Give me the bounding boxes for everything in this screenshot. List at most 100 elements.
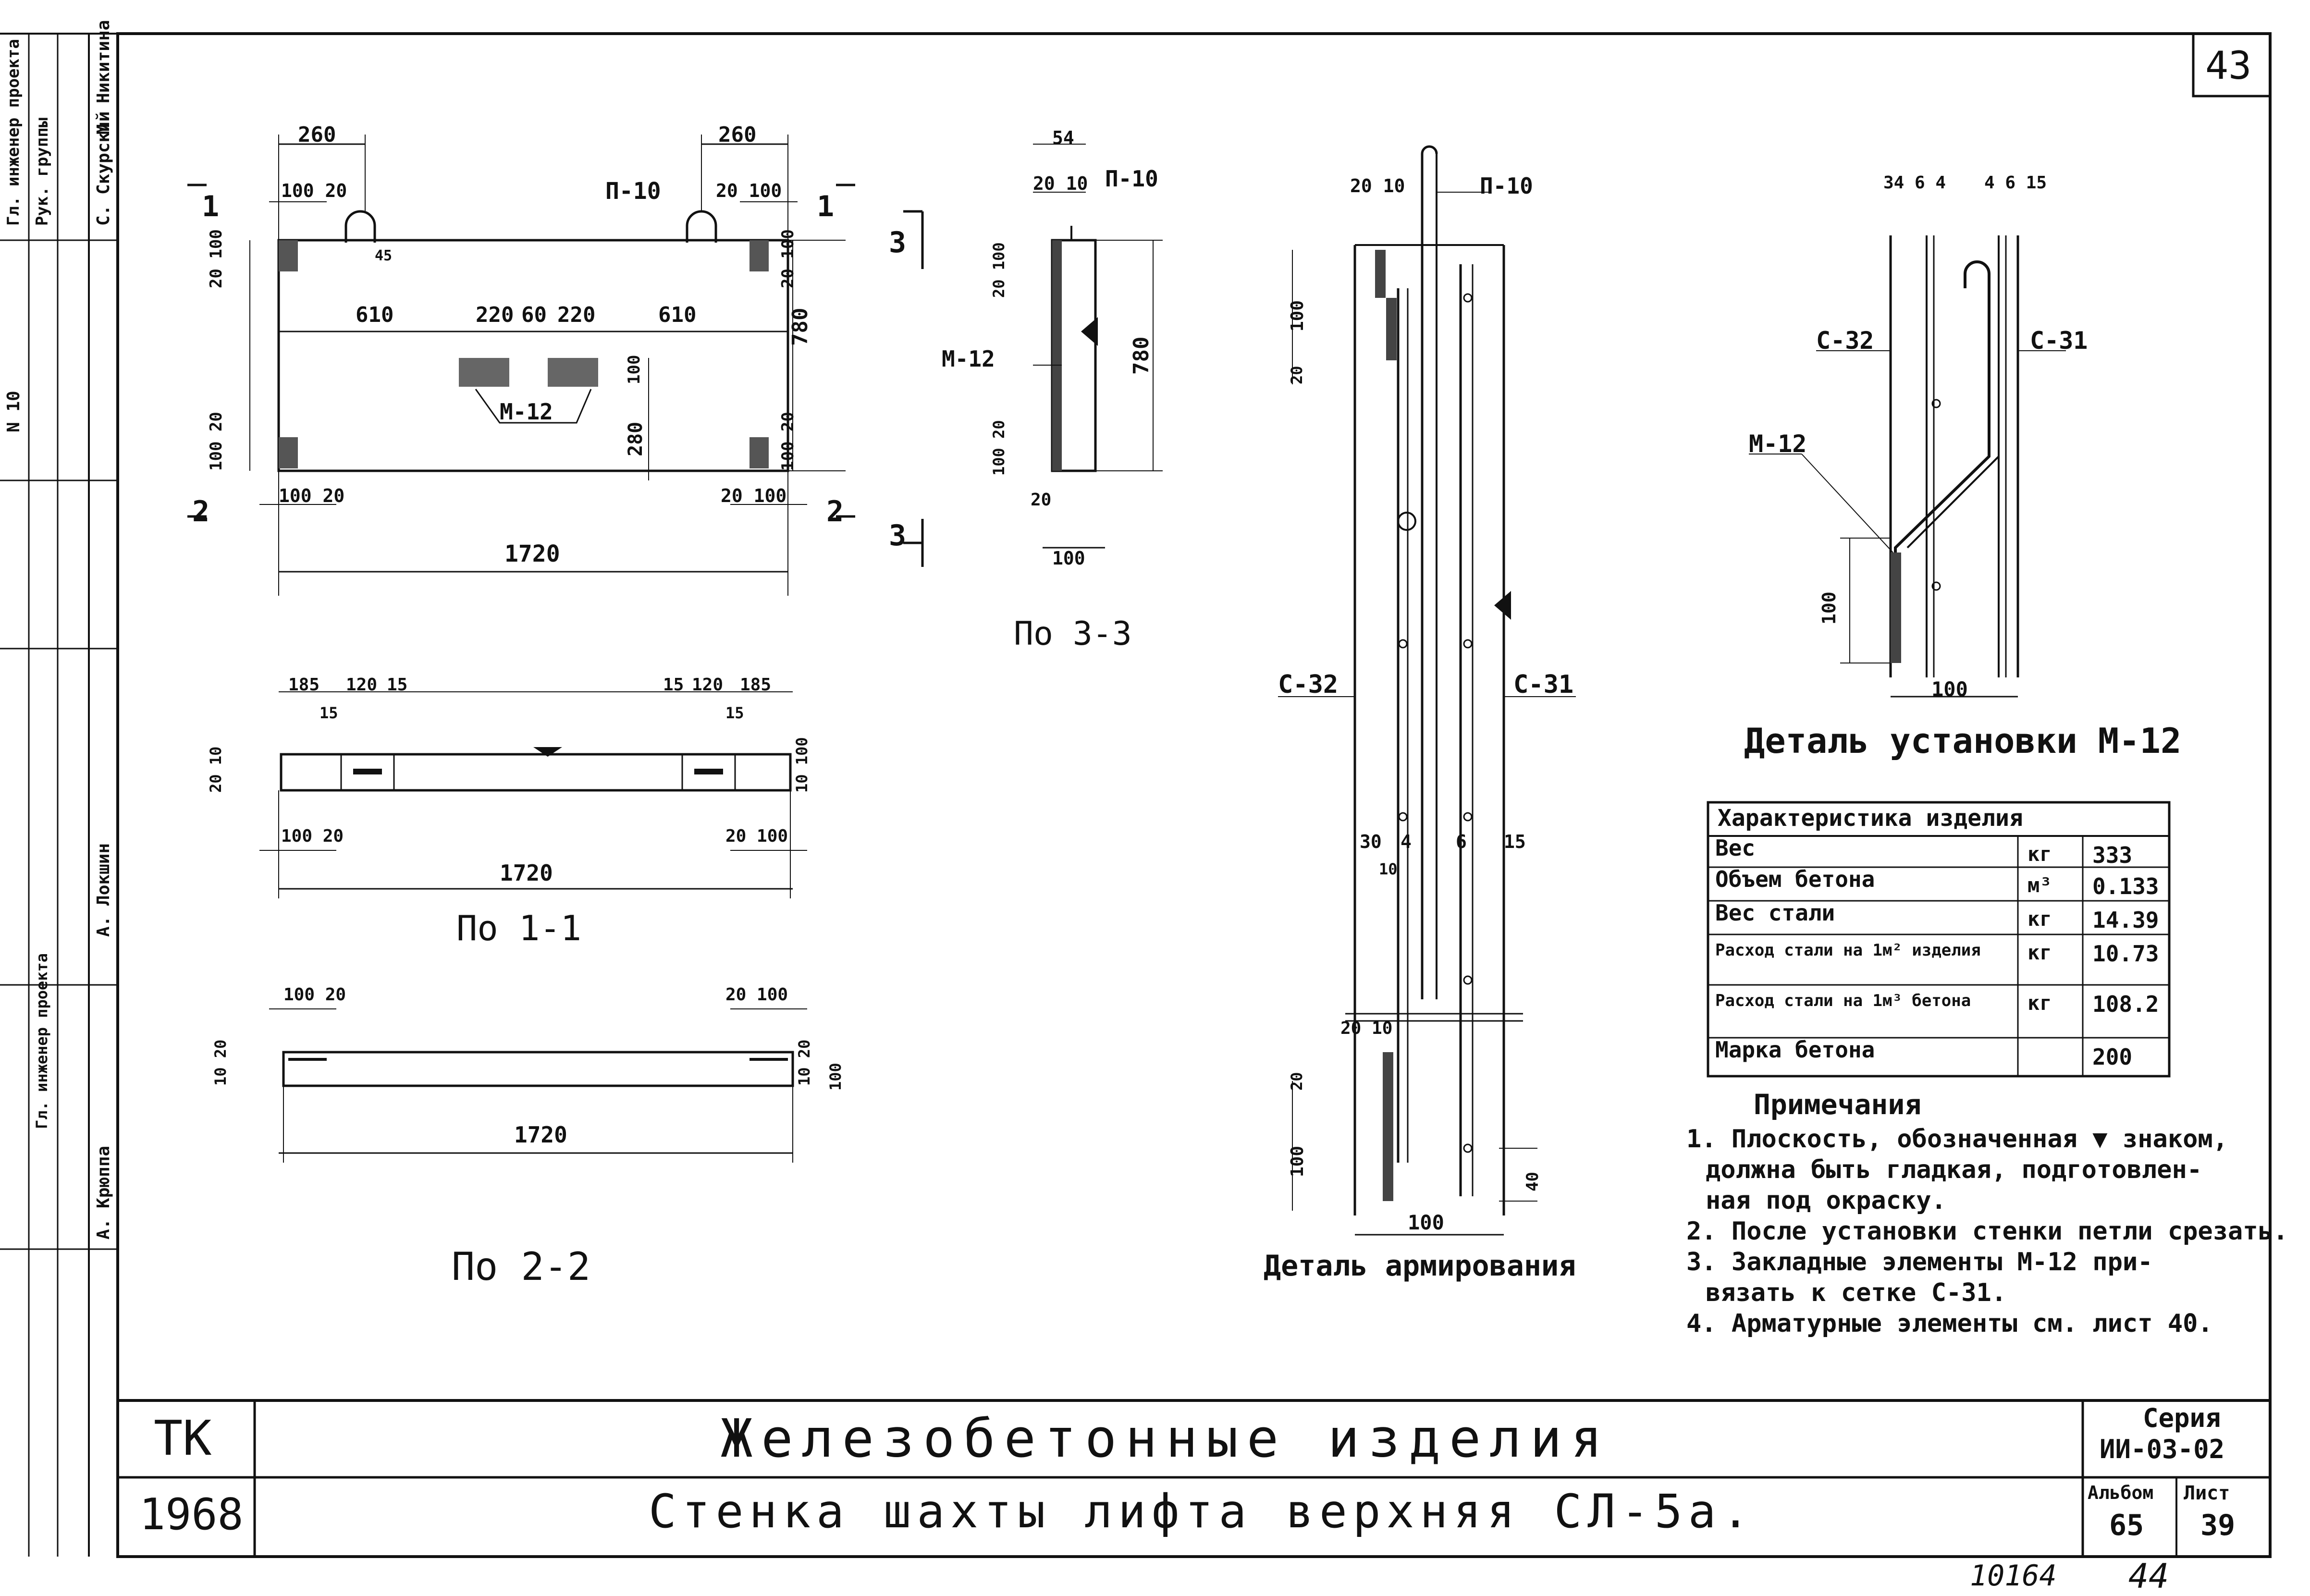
dim-text: 15 xyxy=(387,675,408,695)
dim-text: 20 100 xyxy=(716,180,782,201)
dim-text: 185 xyxy=(288,675,320,695)
dim-text: 6 xyxy=(1456,831,1467,852)
loop-label: П-10 xyxy=(605,178,661,205)
dim-text: 780 xyxy=(788,307,812,346)
section-title: По 1-1 xyxy=(456,908,582,948)
year: 1968 xyxy=(139,1489,244,1540)
dim-text: 1720 xyxy=(514,1122,567,1148)
section-outline xyxy=(280,753,792,792)
dim-text: 100 xyxy=(1408,1211,1444,1234)
char-name: Расход стали на 1м³ бетона xyxy=(1715,991,1971,1010)
char-unit: кг xyxy=(2027,907,2052,931)
strip-role-2: Рук. группы xyxy=(33,117,52,226)
section-marker: 3 xyxy=(889,226,907,259)
page-number: 44 xyxy=(2128,1557,2169,1596)
dim-text: 45 xyxy=(375,247,393,264)
corner-hatch xyxy=(750,240,769,271)
dim-text: 15 xyxy=(319,704,338,722)
strip-name-3: А. Локшин xyxy=(94,843,113,937)
reinforcement-detail xyxy=(1278,145,1576,1236)
char-value: 0.133 xyxy=(2092,873,2159,899)
strip-name-4: А. Крюппа xyxy=(94,1145,113,1240)
dim-text: 4 6 15 xyxy=(1984,173,2047,193)
section-hatch xyxy=(1052,240,1062,471)
note-line: 3. Закладные элементы М-12 при- xyxy=(1686,1248,2153,1277)
dim-text: 120 xyxy=(346,675,378,695)
dim-text: 120 xyxy=(692,675,724,695)
section-marker: 3 xyxy=(889,519,907,552)
char-value: 200 xyxy=(2092,1044,2133,1070)
dim-text: 20 10 xyxy=(1350,175,1405,196)
dim-text: 15 xyxy=(663,675,684,695)
dim-text: 100 xyxy=(625,355,644,384)
dim-text: 60 xyxy=(521,303,547,327)
note-line: 2. После установки стенки петли срезать. xyxy=(1686,1217,2288,1246)
dim-text: 20 100 xyxy=(721,485,787,506)
dim-text: 100 20 xyxy=(778,412,798,471)
org-code: ТК xyxy=(154,1410,212,1466)
dim-text: 20 10 xyxy=(207,746,225,793)
char-name: Объем бетона xyxy=(1715,866,1875,892)
note-line: 4. Арматурные элементы см. лист 40. xyxy=(1686,1309,2213,1338)
album-label: Альбом xyxy=(2088,1482,2154,1503)
album-value: 65 xyxy=(2109,1509,2144,1542)
loop-label: П-10 xyxy=(1105,166,1158,192)
dim-text: 20 100 xyxy=(778,229,798,288)
section-3-3 xyxy=(1033,144,1163,549)
char-unit: кг xyxy=(2027,991,2052,1015)
dim-text: 20 100 xyxy=(725,985,788,1005)
char-unit: м³ xyxy=(2027,873,2052,897)
dim-text: 34 6 4 xyxy=(1883,173,1946,193)
section-marker: 1 xyxy=(202,190,220,223)
archive-number: 10164 xyxy=(1970,1559,2057,1593)
embedded-plate xyxy=(548,358,598,387)
detail-title: Деталь армирования xyxy=(1264,1249,1576,1283)
char-name: Вес стали xyxy=(1715,900,1835,926)
dim-text: 10 100 xyxy=(793,737,811,793)
sheet-number-box xyxy=(2192,32,2272,98)
dim-text: 100 xyxy=(1819,591,1840,625)
section-title: По 3-3 xyxy=(1014,615,1132,653)
characteristics-table xyxy=(1707,801,2171,1078)
corner-hatch xyxy=(750,437,769,468)
char-unit: кг xyxy=(2027,842,2052,866)
insert-label: М-12 xyxy=(942,346,995,372)
dim-text: 100 20 xyxy=(281,826,344,846)
sheet-frame xyxy=(116,32,2272,1558)
lifting-loop-left xyxy=(344,210,376,243)
mesh-label: С-32 xyxy=(1278,670,1339,699)
char-name: Марка бетона xyxy=(1715,1037,1875,1063)
insert-label: М-12 xyxy=(1749,430,1807,458)
dim-text: 100 20 xyxy=(990,420,1008,476)
section-outline xyxy=(282,1051,794,1087)
series-label: Серия xyxy=(2143,1403,2221,1433)
mesh-label: С-31 xyxy=(1513,670,1574,699)
char-value: 333 xyxy=(2092,842,2133,868)
strip-role-3: Гл. инженер проекта xyxy=(33,953,51,1129)
dim-text: 20 xyxy=(1288,366,1306,384)
panel-outline xyxy=(277,239,789,472)
dim-text: 15 xyxy=(725,704,744,722)
dim-text: 20 10 xyxy=(1340,1019,1393,1038)
sheet-label: Лист xyxy=(2184,1482,2230,1504)
section-marker: 2 xyxy=(826,495,844,528)
dim-text: 185 xyxy=(740,675,772,695)
note-line: ная под окраску. xyxy=(1706,1186,1946,1215)
dim-text: 100 xyxy=(826,1063,845,1091)
char-unit: кг xyxy=(2027,941,2052,964)
dim-text: 30 xyxy=(1360,831,1382,852)
insert-detail xyxy=(1749,235,2066,698)
notes-title: Примечания xyxy=(1754,1088,1922,1121)
corner-hatch xyxy=(279,240,298,271)
mesh-label: С-32 xyxy=(1816,327,1874,355)
embedded-plate xyxy=(459,358,509,387)
dim-text: 100 xyxy=(1052,548,1085,569)
dim-text: 610 xyxy=(658,303,697,327)
char-value: 14.39 xyxy=(2092,907,2159,933)
table-header: Характеристика изделия xyxy=(1718,805,2023,832)
dim-text: 1720 xyxy=(500,860,553,886)
detail-title: Деталь установки М-12 xyxy=(1744,721,2182,761)
front-view xyxy=(187,135,924,596)
dim-text: 100 20 xyxy=(279,485,345,506)
